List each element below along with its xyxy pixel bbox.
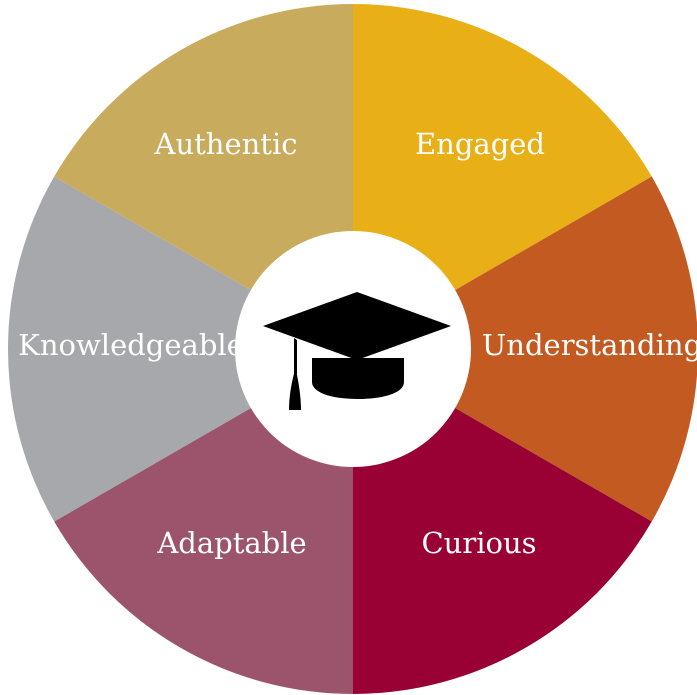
segment-label-authentic: Authentic xyxy=(154,127,298,161)
segment-label-understanding: Understanding xyxy=(482,328,697,362)
segment-label-adaptable: Adaptable xyxy=(156,526,306,560)
segment-label-curious: Curious xyxy=(421,526,536,560)
segment-label-knowledgeable: Knowledgeable xyxy=(18,328,244,362)
segment-understanding xyxy=(353,176,697,522)
segment-labels: Engaged Understanding Curious Adaptable … xyxy=(18,127,697,560)
graduation-cap-icon xyxy=(263,292,451,410)
segment-label-engaged: Engaged xyxy=(415,127,545,161)
segment-knowledgeable xyxy=(7,176,354,522)
